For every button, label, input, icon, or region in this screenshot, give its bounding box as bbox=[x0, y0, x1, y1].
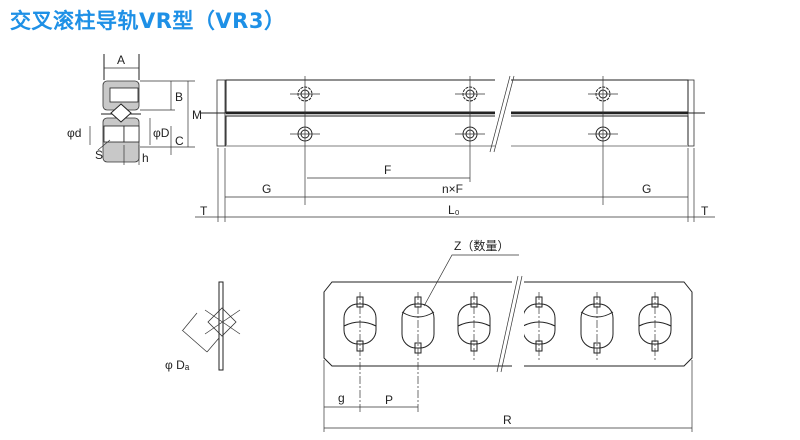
dim-g-right-label: G bbox=[642, 182, 651, 196]
cross-section-view: A B M C φd φD S h bbox=[67, 53, 202, 165]
dim-b-label: B bbox=[175, 90, 183, 104]
dim-t-right-label: T bbox=[701, 204, 709, 218]
roller-detail-view: φ Dₐ bbox=[165, 281, 241, 372]
retainer-view: g P R Z（数量） bbox=[323, 238, 693, 432]
dim-s-label: S bbox=[95, 148, 103, 162]
dim-g-label: g bbox=[338, 391, 345, 405]
dim-r-label: R bbox=[503, 413, 512, 427]
dim-g-left-label: G bbox=[262, 182, 271, 196]
dim-nf-label: n×F bbox=[442, 182, 463, 196]
dim-f-label: F bbox=[384, 163, 391, 177]
dim-a-label: A bbox=[117, 53, 125, 67]
mounting-holes bbox=[290, 76, 618, 205]
dim-t-left-label: T bbox=[200, 204, 208, 218]
dim-h-label: h bbox=[142, 151, 149, 165]
dim-p-label: P bbox=[385, 393, 393, 407]
rail-view: F G n×F G T L₀ T bbox=[195, 75, 715, 222]
dim-d-label: φd bbox=[67, 126, 81, 140]
dim-l0-label: L₀ bbox=[448, 203, 460, 217]
dim-bigd-label: φD bbox=[153, 126, 170, 140]
dim-m-label: M bbox=[192, 108, 202, 122]
dim-da-label: φ Dₐ bbox=[165, 358, 190, 372]
dim-c-label: C bbox=[175, 134, 184, 148]
roller-count-label: Z（数量） bbox=[454, 238, 509, 253]
page-title: 交叉滚柱导轨VR型（VR3） bbox=[10, 9, 286, 33]
